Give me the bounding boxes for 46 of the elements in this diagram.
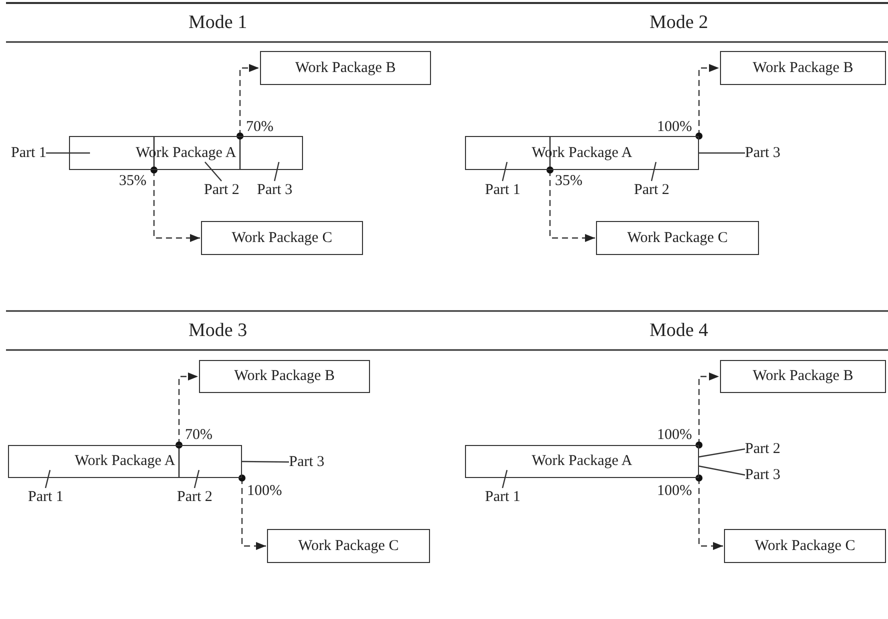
process-box: Work Package B [260, 51, 431, 85]
part-label: Part 2 [204, 181, 240, 199]
part-label: Part 1 [28, 488, 64, 506]
leader-line [502, 470, 508, 488]
leader-line [274, 162, 280, 182]
panel-title: Mode 1 [188, 14, 248, 32]
percentage-label: 100% [657, 482, 692, 500]
percentage-label: 35% [119, 172, 146, 190]
part-label: Part 3 [745, 144, 780, 162]
part-label: Part 1 [485, 488, 520, 506]
process-box: Work Package C [201, 221, 363, 255]
percentage-label: 35% [555, 172, 582, 190]
part-label: Part 3 [257, 181, 292, 199]
part-label: Part 2 [634, 181, 670, 199]
percentage-label: 70% [246, 118, 274, 136]
leader-line [242, 460, 289, 463]
leader-line [699, 152, 745, 154]
leader-line [698, 448, 746, 458]
process-box: Work Package C [596, 221, 759, 255]
leader-line [650, 162, 657, 182]
panel-title: Mode 3 [188, 322, 248, 340]
process-box: Work Package A [465, 445, 699, 478]
leader-line [502, 162, 508, 182]
percentage-label: 100% [657, 118, 692, 136]
percentage-label: 100% [657, 426, 692, 444]
process-box: Work Package C [724, 529, 886, 563]
part-label: Part 2 [745, 440, 780, 458]
process-box: Work Package B [720, 51, 886, 85]
leader-line [204, 162, 222, 182]
process-box: Work Package C [267, 529, 430, 563]
leader-line [46, 152, 90, 154]
part-label: Part 1 [11, 144, 46, 162]
process-box: Work Package B [199, 360, 370, 393]
leader-line [698, 466, 746, 476]
part-label: Part 3 [289, 453, 324, 471]
leader-line [44, 470, 51, 488]
leader-line [194, 470, 200, 488]
percentage-label: 70% [185, 426, 212, 444]
process-box: Work Package B [720, 360, 886, 393]
percentage-label: 100% [247, 482, 282, 500]
process-box: Work Package A [8, 445, 242, 478]
panel-title: Mode 4 [650, 322, 708, 340]
part-label: Part 2 [177, 488, 212, 506]
part-label: Part 1 [485, 181, 520, 199]
part-label: Part 3 [745, 466, 780, 484]
panel-title: Mode 2 [650, 14, 708, 32]
